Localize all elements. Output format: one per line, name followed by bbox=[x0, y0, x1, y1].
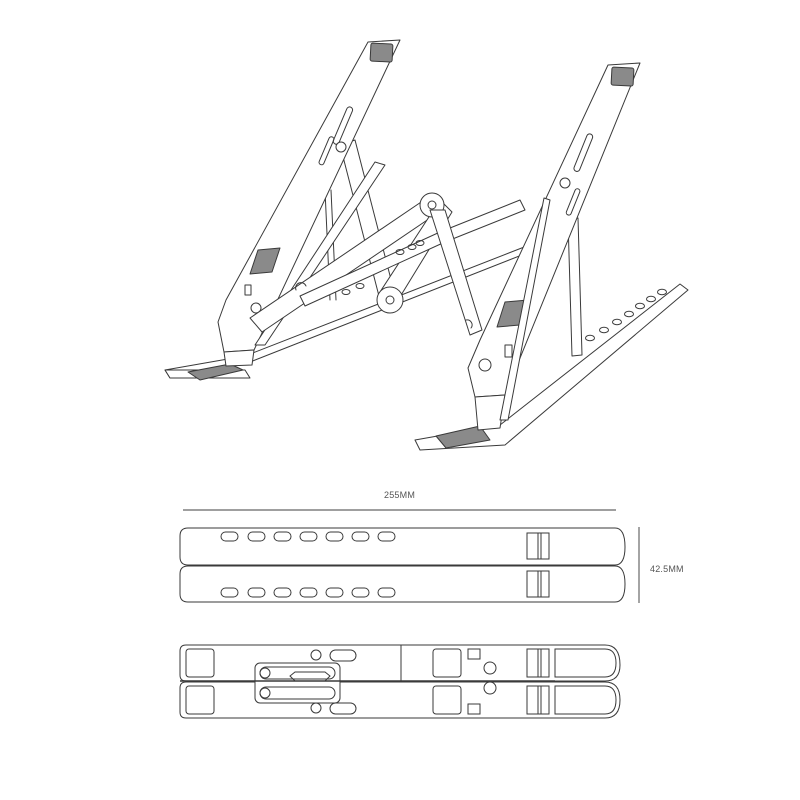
folded-rail-lower bbox=[179, 565, 626, 603]
center-slider-bracket bbox=[254, 662, 341, 704]
middle-leg bbox=[429, 209, 483, 336]
right-foot-pad bbox=[435, 425, 491, 449]
left-arm bbox=[217, 39, 401, 367]
height-dimension-label: 42.5MM bbox=[650, 564, 684, 574]
right-strut bbox=[499, 197, 551, 421]
bottom-rail-lower bbox=[179, 681, 621, 719]
length-dimension-label: 255MM bbox=[384, 490, 416, 500]
folded-rail-upper bbox=[179, 527, 626, 566]
left-foot-pad bbox=[187, 363, 244, 381]
vent-holes-upper bbox=[220, 531, 396, 542]
vent-holes-lower bbox=[220, 587, 396, 598]
